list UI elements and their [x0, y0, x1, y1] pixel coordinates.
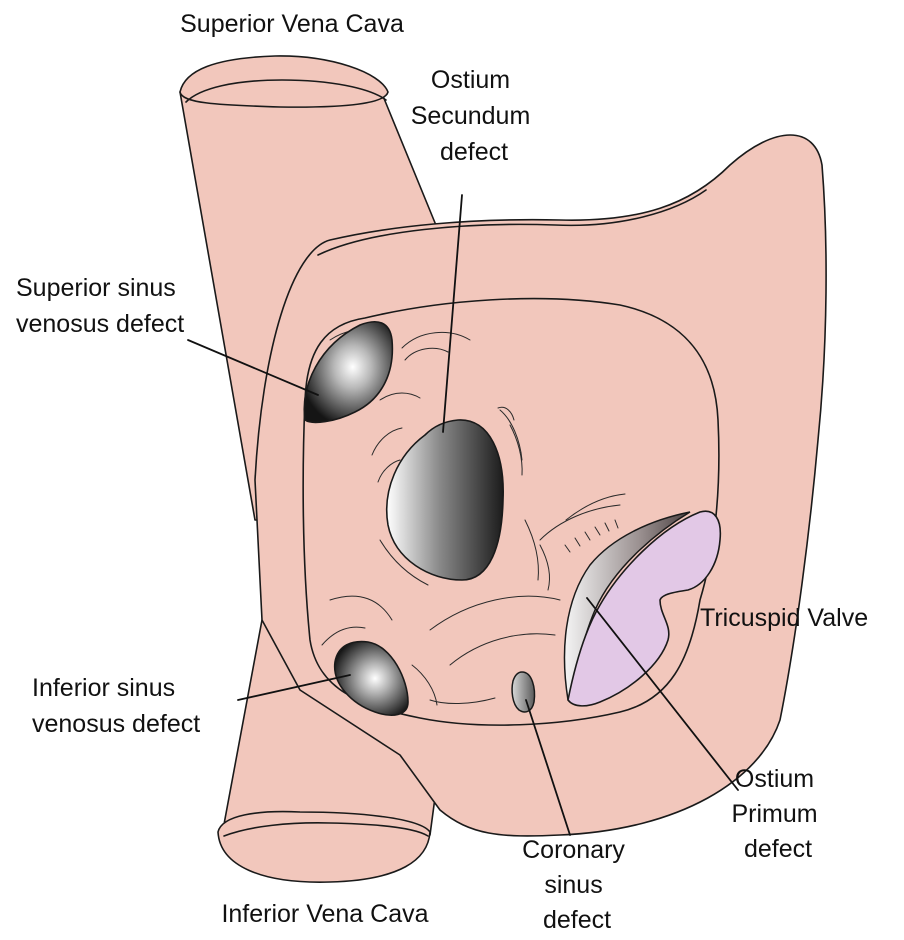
label-coronary-sinus: Coronary sinus defect	[522, 836, 632, 934]
coronary-sinus-defect-hole	[512, 672, 534, 712]
label-ostium-secundum: Ostium Secundum defect	[411, 66, 537, 166]
label-inferior-vena-cava: Inferior Vena Cava	[221, 900, 428, 928]
svc-opening	[180, 56, 388, 107]
label-ostium-primum: Ostium Primum defect	[731, 765, 824, 863]
label-inferior-sinus-venosus: Inferior sinus venosus defect	[32, 674, 200, 738]
label-superior-sinus-venosus: Superior sinus venosus defect	[16, 274, 184, 338]
label-tricuspid-valve: Tricuspid Valve	[700, 604, 868, 632]
label-superior-vena-cava: Superior Vena Cava	[180, 10, 404, 38]
